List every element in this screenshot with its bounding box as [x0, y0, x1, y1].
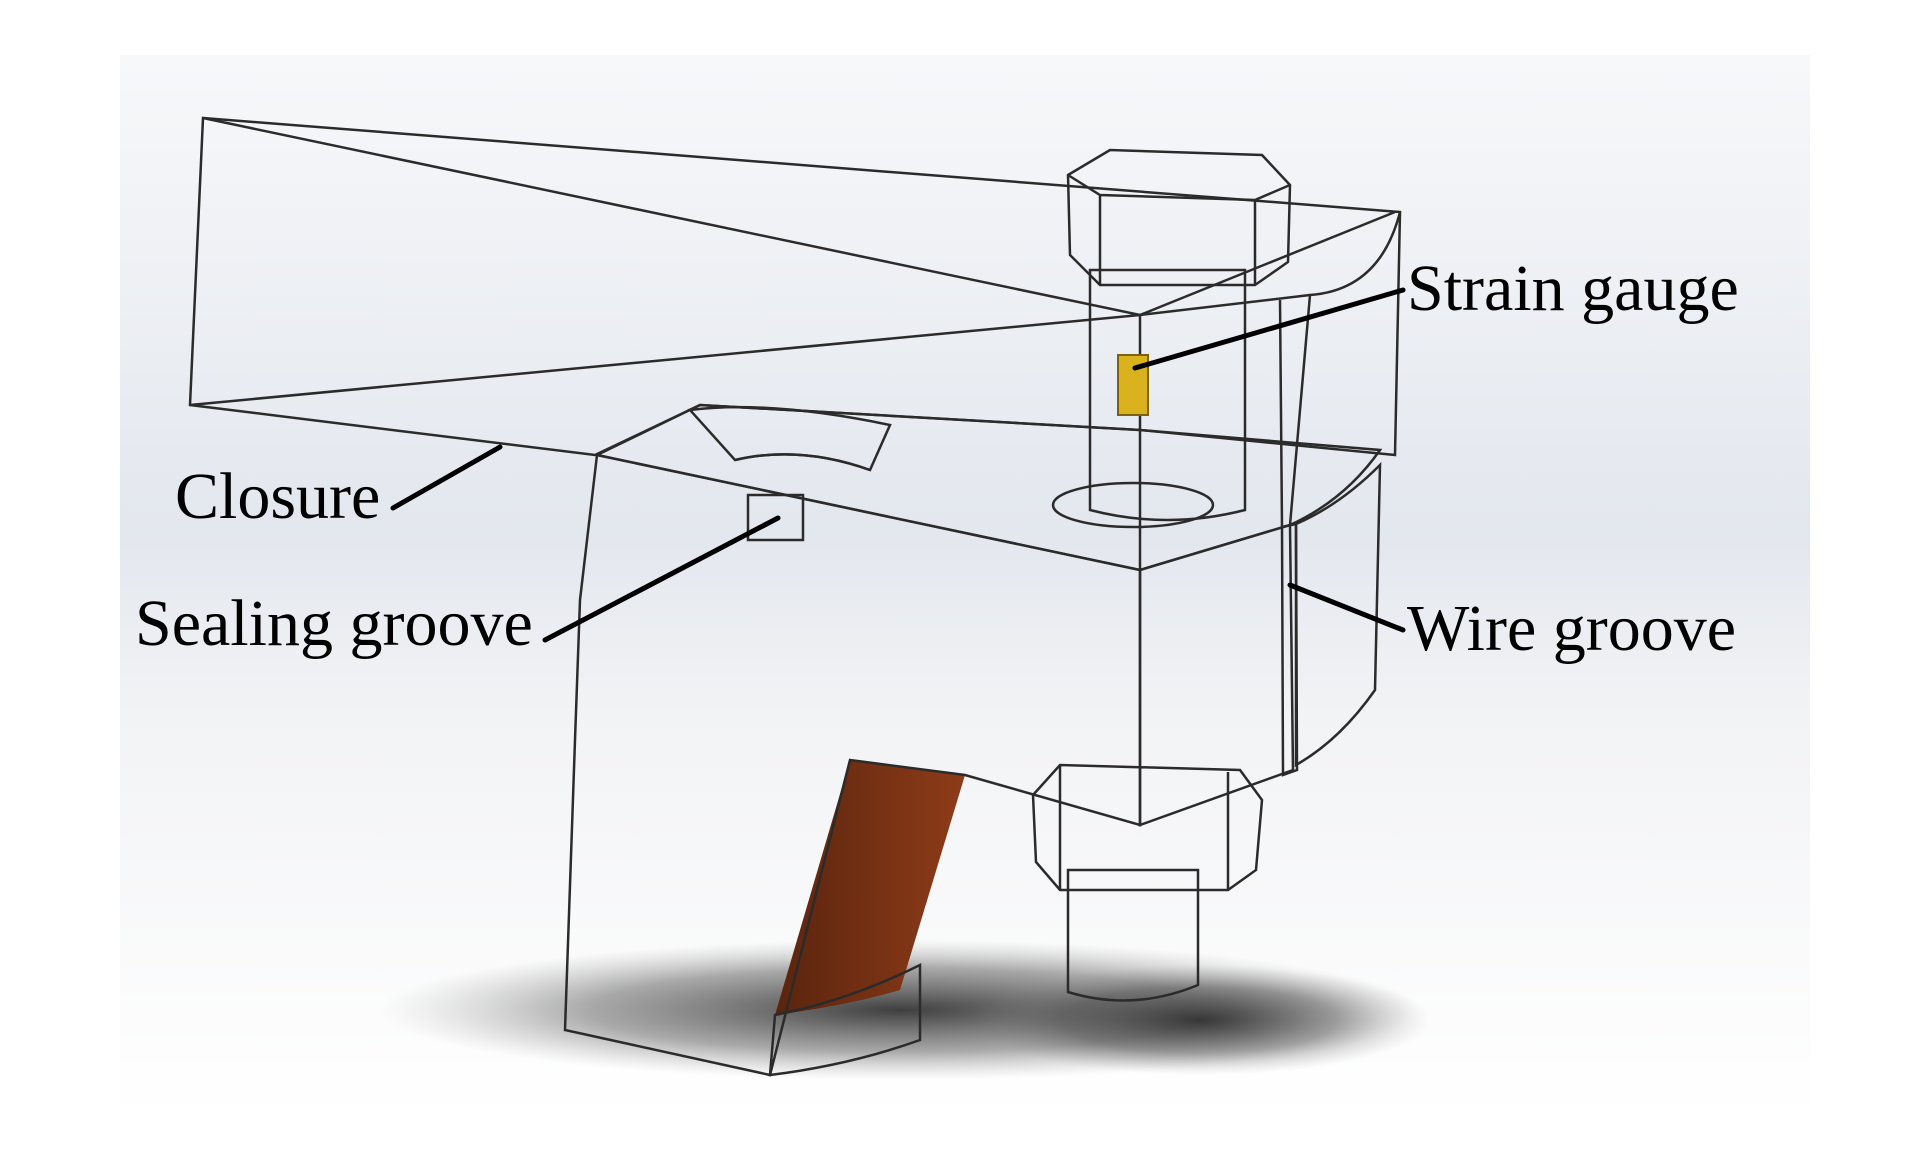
sealing-groove: [746, 493, 805, 542]
leader-wire-groove: [1287, 582, 1406, 633]
lower-bolt: [1031, 763, 1264, 1002]
floor-shadow-bolt: [970, 965, 1430, 1075]
clamp-body: [563, 403, 1383, 1077]
label-strain-gauge: Strain gauge: [1407, 252, 1739, 325]
label-sealing-groove: Sealing groove: [135, 587, 533, 660]
leader-strain-gauge: [1132, 287, 1406, 371]
upper-bolt: [1066, 148, 1292, 522]
render-background: [120, 55, 1810, 1117]
label-wire-groove: Wire groove: [1407, 592, 1736, 665]
leader-closure: [390, 444, 503, 511]
bolt-hole: [1051, 481, 1215, 529]
label-closure: Closure: [175, 460, 380, 533]
closure: [188, 116, 1402, 570]
leader-sealing-groove: [542, 515, 781, 643]
